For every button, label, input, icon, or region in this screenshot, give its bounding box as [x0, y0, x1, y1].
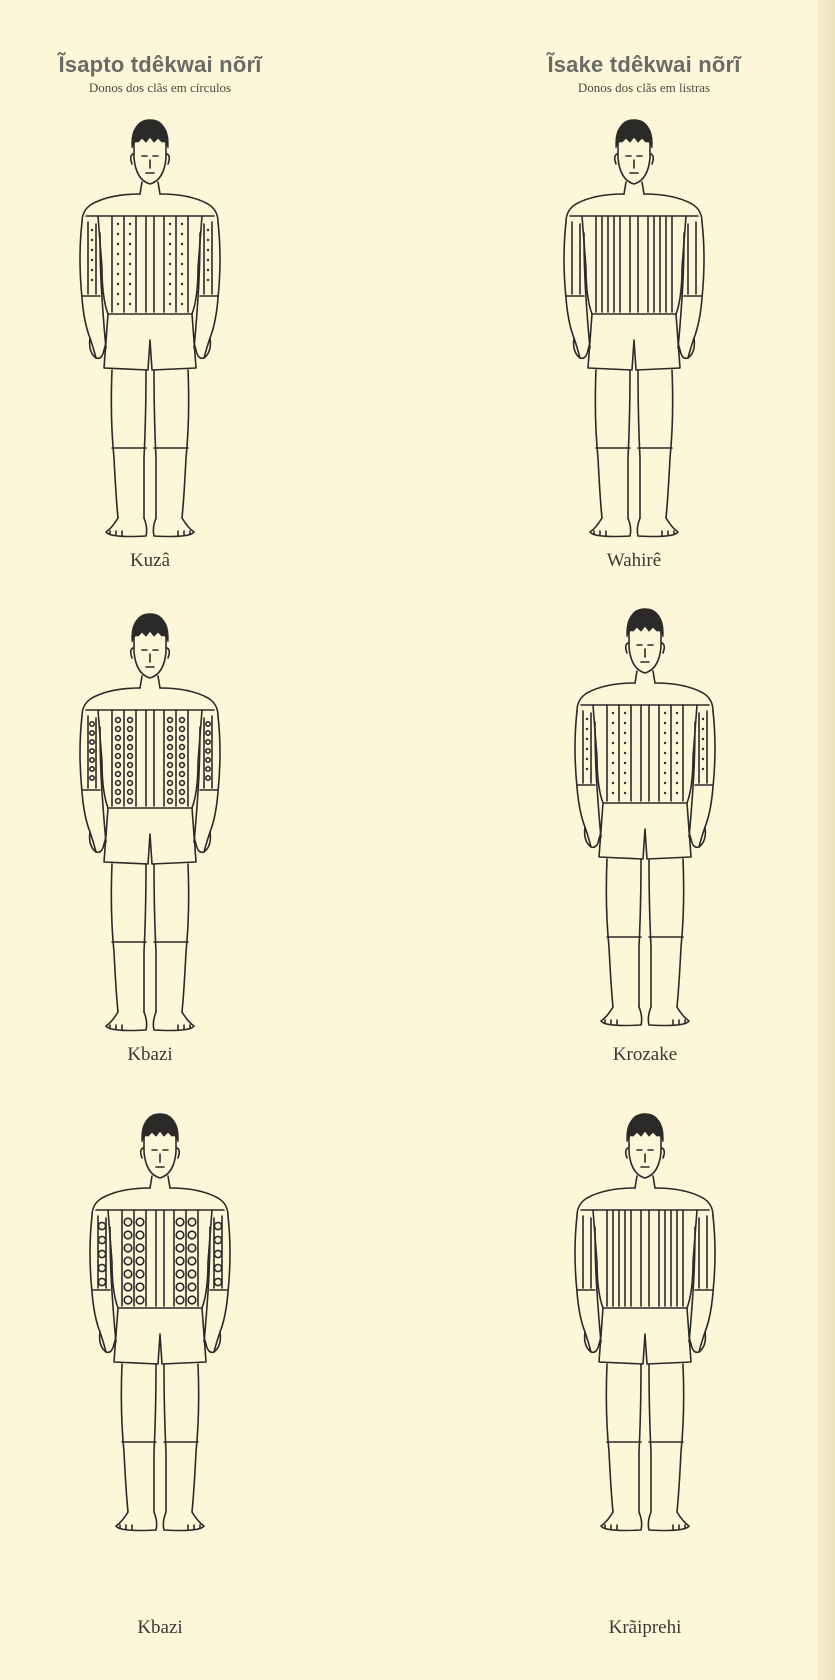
column-header-circles: Ĩsapto tdêkwai nõrĩ Donos dos clãs em cí… — [0, 52, 320, 96]
body-painting-figure — [60, 1112, 260, 1547]
page-edge — [817, 0, 835, 1680]
figure-label: Krãiprehi — [545, 1617, 745, 1639]
figure-drawing — [50, 612, 250, 1047]
body-painting-figure — [50, 118, 250, 553]
figure-drawing — [60, 1112, 260, 1547]
figure-label: Wahirê — [534, 550, 734, 572]
column-title: Ĩsapto tdêkwai nõrĩ — [0, 52, 320, 78]
figure-label: Kbazi — [60, 1617, 260, 1639]
column-subtitle: Donos dos clãs em listras — [484, 80, 804, 96]
figure-drawing — [545, 607, 745, 1042]
column-subtitle: Donos dos clãs em círculos — [0, 80, 320, 96]
body-painting-figure — [545, 1112, 745, 1547]
figure-drawing — [545, 1112, 745, 1547]
figure-drawing — [534, 118, 734, 553]
figure-label: Krozake — [545, 1044, 745, 1066]
figure-label: Kbazi — [50, 1044, 250, 1066]
body-painting-figure — [50, 612, 250, 1047]
body-painting-figure — [545, 607, 745, 1042]
figure-label: Kuzâ — [50, 550, 250, 572]
column-title: Ĩsake tdêkwai nõrĩ — [484, 52, 804, 78]
body-painting-figure — [534, 118, 734, 553]
figure-drawing — [50, 118, 250, 553]
column-header-stripes: Ĩsake tdêkwai nõrĩ Donos dos clãs em lis… — [484, 52, 804, 96]
